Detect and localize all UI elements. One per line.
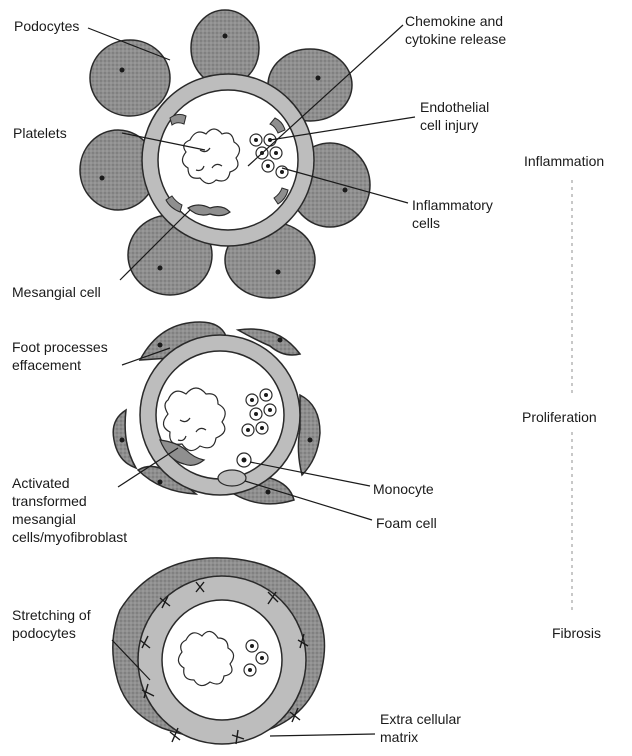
label-podocytes: Podocytes <box>14 17 79 35</box>
label-inflammatory-cells: Inflammatory cells <box>412 196 493 232</box>
label-stretching-of-podocytes: Stretching of podocytes <box>12 606 91 642</box>
label-foot-processes-effacement: Foot processes effacement <box>12 338 108 374</box>
label-endothelial-cell-injury: Endothelial cell injury <box>420 98 489 134</box>
label-foam-cell: Foam cell <box>376 514 437 532</box>
stage-fibrosis: Fibrosis <box>552 625 601 641</box>
label-mesangial-cell: Mesangial cell <box>12 283 101 301</box>
fibrosis-glomerulus <box>112 558 375 744</box>
stage-proliferation: Proliferation <box>522 409 597 425</box>
label-activated-mesangial-cells: Activated transformed mesangial cells/my… <box>12 474 127 546</box>
label-platelets: Platelets <box>13 124 67 142</box>
label-monocyte: Monocyte <box>373 480 434 498</box>
stage-inflammation: Inflammation <box>524 153 604 169</box>
inflammation-glomerulus <box>80 10 415 298</box>
platelet-cluster <box>163 388 225 451</box>
foam-cell <box>218 470 246 486</box>
label-extra-cellular-matrix: Extra cellular matrix <box>380 710 461 746</box>
label-chemokine-cytokine-release: Chemokine and cytokine release <box>405 12 506 48</box>
proliferation-glomerulus <box>113 322 372 520</box>
